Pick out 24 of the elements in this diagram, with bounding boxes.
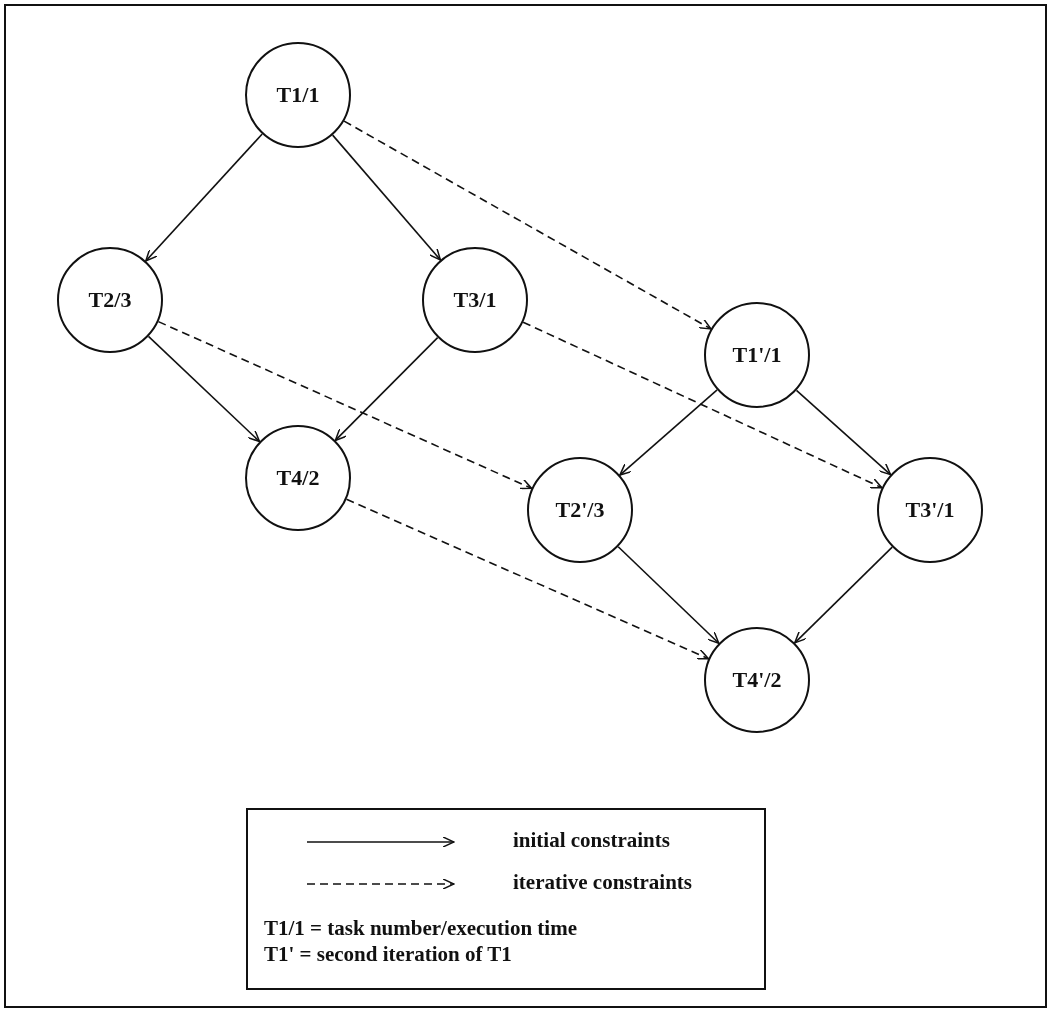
arrow (795, 389, 892, 476)
dashed-arrow (345, 498, 710, 660)
task-label: T3'/1 (905, 497, 955, 523)
arrow (794, 546, 893, 644)
note-text: T1/1 = task number/execution time (264, 916, 577, 941)
arrow (617, 545, 720, 645)
task-label: T3/1 (453, 287, 497, 313)
dashed-arrow (522, 321, 883, 489)
arrow (334, 336, 439, 442)
task-label: T1'/1 (732, 342, 782, 368)
dashed-arrow (157, 320, 533, 490)
arrow (619, 389, 718, 476)
dashed-arrow (343, 120, 712, 330)
task-label: T2'/3 (555, 497, 605, 523)
task-label: T4/2 (276, 465, 320, 491)
note-text: T1' = second iteration of T1 (264, 942, 512, 967)
arrow (145, 133, 263, 262)
arrow (147, 335, 261, 443)
task-label: T4'/2 (732, 667, 782, 693)
arrow (331, 134, 442, 261)
legend-text: iterative constraints (513, 870, 693, 895)
task-label: T1/1 (276, 82, 320, 108)
legend-text: initial constraints (513, 828, 670, 853)
task-label: T2/3 (88, 287, 132, 313)
